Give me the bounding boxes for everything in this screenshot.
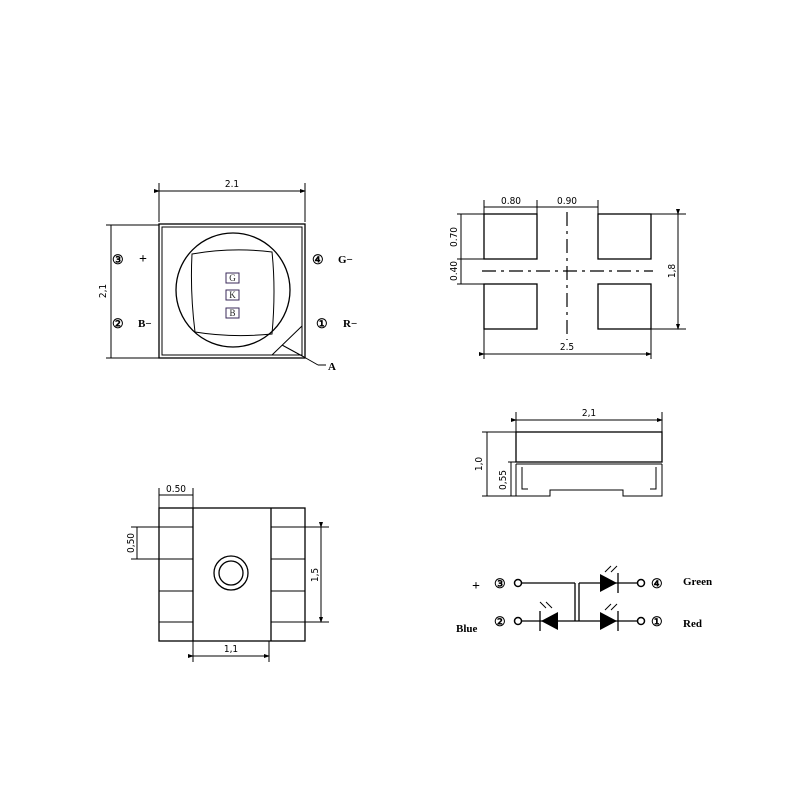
top-view: 2.1 2,1 G K B A ③ + ④ G− ② B− ① R− xyxy=(98,179,357,373)
schematic-pin1: ① xyxy=(651,614,663,629)
chip-label-g: G xyxy=(229,273,236,283)
bottom-pad-width-dim: 0.50 xyxy=(166,484,186,495)
footprint-view: 0.80 0.90 0.70 0.40 1,8 2.5 xyxy=(449,196,686,359)
pin3-label: + xyxy=(139,252,147,267)
pin2-number: ② xyxy=(112,316,124,331)
pin3-number: ③ xyxy=(112,252,124,267)
bottom-pad-height-dim: 0,50 xyxy=(126,533,137,553)
side-height-dim: 1,0 xyxy=(474,457,485,472)
schematic: + ③ ② Blue ④ ① Green Red xyxy=(456,565,712,635)
bottom-view: 0.50 0,50 1,5 1,1 xyxy=(126,484,329,662)
schematic-plus: + xyxy=(472,579,480,594)
schematic-red-label: Red xyxy=(683,618,702,630)
schematic-pin3: ③ xyxy=(494,576,506,591)
pin1-label: R− xyxy=(343,318,357,330)
pad-height-dim: 0.70 xyxy=(449,227,460,247)
schematic-green-label: Green xyxy=(683,576,712,588)
pad-width-dim: 0.80 xyxy=(501,196,521,207)
gap-height-dim: 0.40 xyxy=(449,261,460,281)
pin4-label: G− xyxy=(338,254,353,266)
top-height-dim: 2,1 xyxy=(98,284,109,298)
total-height-dim: 1,8 xyxy=(667,264,678,279)
pin2-label: B− xyxy=(138,318,152,330)
side-view: 2,1 1,0 0,55 xyxy=(474,408,663,497)
pin1-number: ① xyxy=(316,316,328,331)
top-width-dim: 2.1 xyxy=(225,179,239,190)
gap-width-dim: 0.90 xyxy=(557,196,577,207)
schematic-pin2: ② xyxy=(494,614,506,629)
chip-label-k: K xyxy=(229,290,236,300)
chip-label-b: B xyxy=(229,308,235,318)
bottom-pitch-dim: 1,5 xyxy=(310,568,321,582)
schematic-blue-label: Blue xyxy=(456,623,478,635)
schematic-pin4: ④ xyxy=(651,576,663,591)
side-width-dim: 2,1 xyxy=(582,408,596,419)
bottom-center-width-dim: 1,1 xyxy=(224,644,238,655)
cathode-mark-label: A xyxy=(328,361,336,373)
total-width-dim: 2.5 xyxy=(560,342,574,353)
pin4-number: ④ xyxy=(312,252,324,267)
base-height-dim: 0,55 xyxy=(498,470,509,490)
